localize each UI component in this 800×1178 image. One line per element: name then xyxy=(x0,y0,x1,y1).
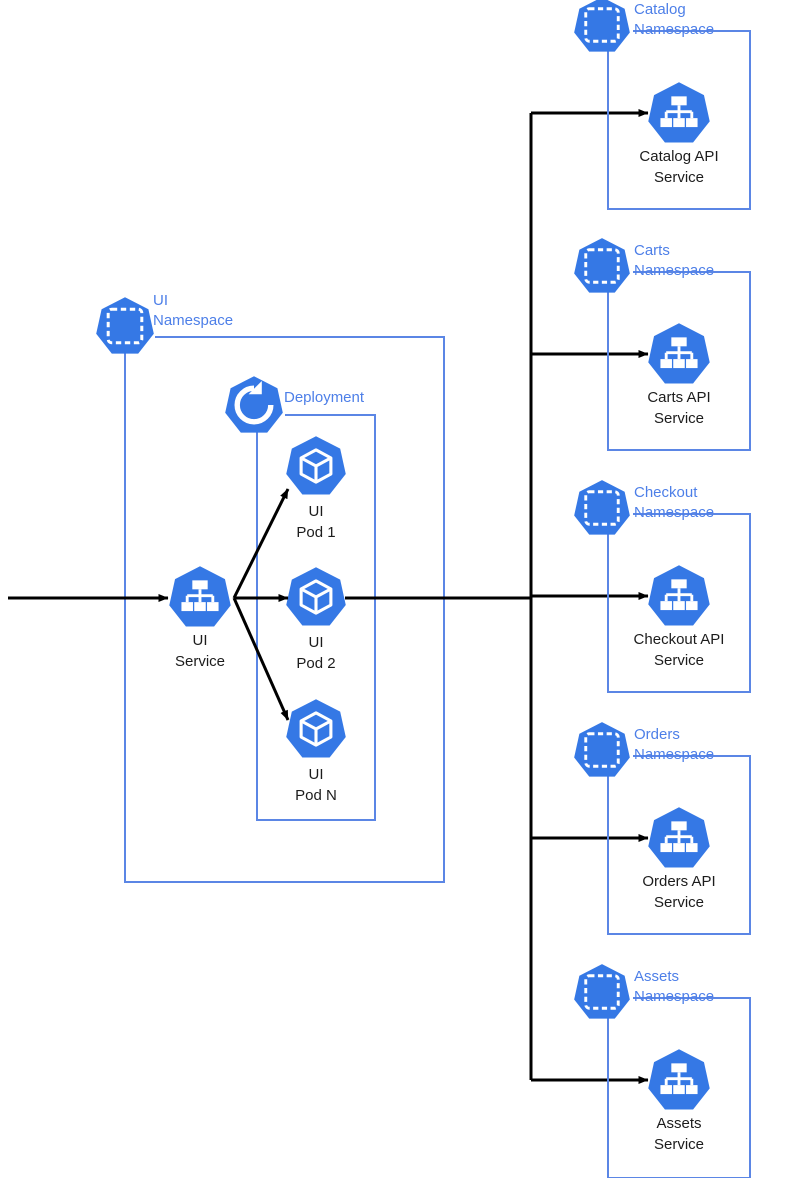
catalog-api-service: Catalog API Service xyxy=(639,82,719,186)
service-icon xyxy=(648,1049,710,1110)
pod-icon xyxy=(286,699,346,758)
deployment-label: Deployment xyxy=(284,389,365,406)
checkout-namespace-label-line1: Checkout xyxy=(634,484,698,501)
namespace-icon xyxy=(574,238,630,293)
carts-namespace-label-line1: Carts xyxy=(634,242,670,259)
assets-namespace-label-line1: Assets xyxy=(634,968,679,985)
ui-pod-1: UI Pod 1 xyxy=(286,436,346,541)
ui-pod-1-label-line1: UI xyxy=(309,503,324,520)
checkout-namespace-group: Checkout Namespace Checkout API Service xyxy=(574,480,751,693)
orders-api-service-label-line2: Service xyxy=(654,894,704,911)
checkout-namespace-label-line2: Namespace xyxy=(634,504,714,521)
pod-icon xyxy=(286,436,346,495)
ui-service-label-line1: UI xyxy=(193,632,208,649)
service-icon xyxy=(169,566,231,627)
assets-namespace-box xyxy=(607,997,751,1178)
service-icon xyxy=(648,807,710,868)
carts-api-service: Carts API Service xyxy=(647,323,711,427)
assets-service-label-line2: Service xyxy=(654,1136,704,1153)
assets-service-label-line1: Assets xyxy=(656,1115,701,1132)
service-to-pod-n-arrow xyxy=(232,597,290,721)
carts-namespace-group: Carts Namespace Carts API Service xyxy=(574,238,751,451)
ui-pod-n-label-line2: Pod N xyxy=(295,787,337,804)
service-icon xyxy=(648,565,710,626)
deployment-icon xyxy=(225,376,283,433)
assets-namespace-group: Assets Namespace Assets Service xyxy=(574,964,751,1178)
carts-namespace-box xyxy=(607,271,751,451)
orders-api-service: Orders API Service xyxy=(642,807,716,911)
orders-namespace-label-line1: Orders xyxy=(634,726,680,743)
catalog-namespace-group: Catalog Namespace Catalog API Service xyxy=(574,0,751,210)
carts-api-service-label-line1: Carts API xyxy=(647,389,710,406)
ui-pod-1-label-line2: Pod 1 xyxy=(296,524,335,541)
ui-service: UI Service xyxy=(169,566,231,670)
ui-pod-2: UI Pod 2 xyxy=(286,567,346,672)
catalog-namespace-label-line1: Catalog xyxy=(634,1,686,18)
assets-namespace-label-line2: Namespace xyxy=(634,988,714,1005)
carts-api-service-label-line2: Service xyxy=(654,410,704,427)
ui-pod-n: UI Pod N xyxy=(286,699,346,804)
connectors-group xyxy=(8,109,649,1084)
ui-pod-2-label-line1: UI xyxy=(309,634,324,651)
ui-namespace-label-line1: UI xyxy=(153,292,168,309)
namespace-icon xyxy=(574,480,630,535)
namespace-icon xyxy=(574,964,630,1019)
catalog-api-service-label-line2: Service xyxy=(654,169,704,186)
deployment-box xyxy=(256,414,376,821)
catalog-namespace-label-line2: Namespace xyxy=(634,21,714,38)
ui-namespace-label-line2: Namespace xyxy=(153,312,233,329)
checkout-api-service-label-line1: Checkout API xyxy=(634,631,725,648)
orders-namespace-group: Orders Namespace Orders API Service xyxy=(574,722,751,935)
namespace-icon xyxy=(574,722,630,777)
ui-service-label-line2: Service xyxy=(175,653,225,670)
service-icon xyxy=(648,323,710,384)
carts-namespace-label-line2: Namespace xyxy=(634,262,714,279)
orders-namespace-label-line2: Namespace xyxy=(634,746,714,763)
checkout-api-service-label-line2: Service xyxy=(654,652,704,669)
ui-pod-n-label-line1: UI xyxy=(309,766,324,783)
ui-namespace-group: UI Namespace Deployment UI Pod 1 xyxy=(96,292,445,883)
catalog-api-service-label-line1: Catalog API xyxy=(639,148,718,165)
catalog-namespace-box xyxy=(607,30,751,210)
assets-service: Assets Service xyxy=(648,1049,710,1153)
checkout-namespace-box xyxy=(607,513,751,693)
service-to-pod-1-arrow xyxy=(232,488,290,599)
pod-icon xyxy=(286,567,346,626)
orders-namespace-box xyxy=(607,755,751,935)
ui-pod-2-label-line2: Pod 2 xyxy=(296,655,335,672)
namespace-icon xyxy=(96,297,154,354)
checkout-api-service: Checkout API Service xyxy=(634,565,725,669)
namespace-icon xyxy=(574,0,630,52)
ui-namespace-box xyxy=(124,336,445,883)
orders-api-service-label-line1: Orders API xyxy=(642,873,715,890)
service-icon xyxy=(648,82,710,143)
